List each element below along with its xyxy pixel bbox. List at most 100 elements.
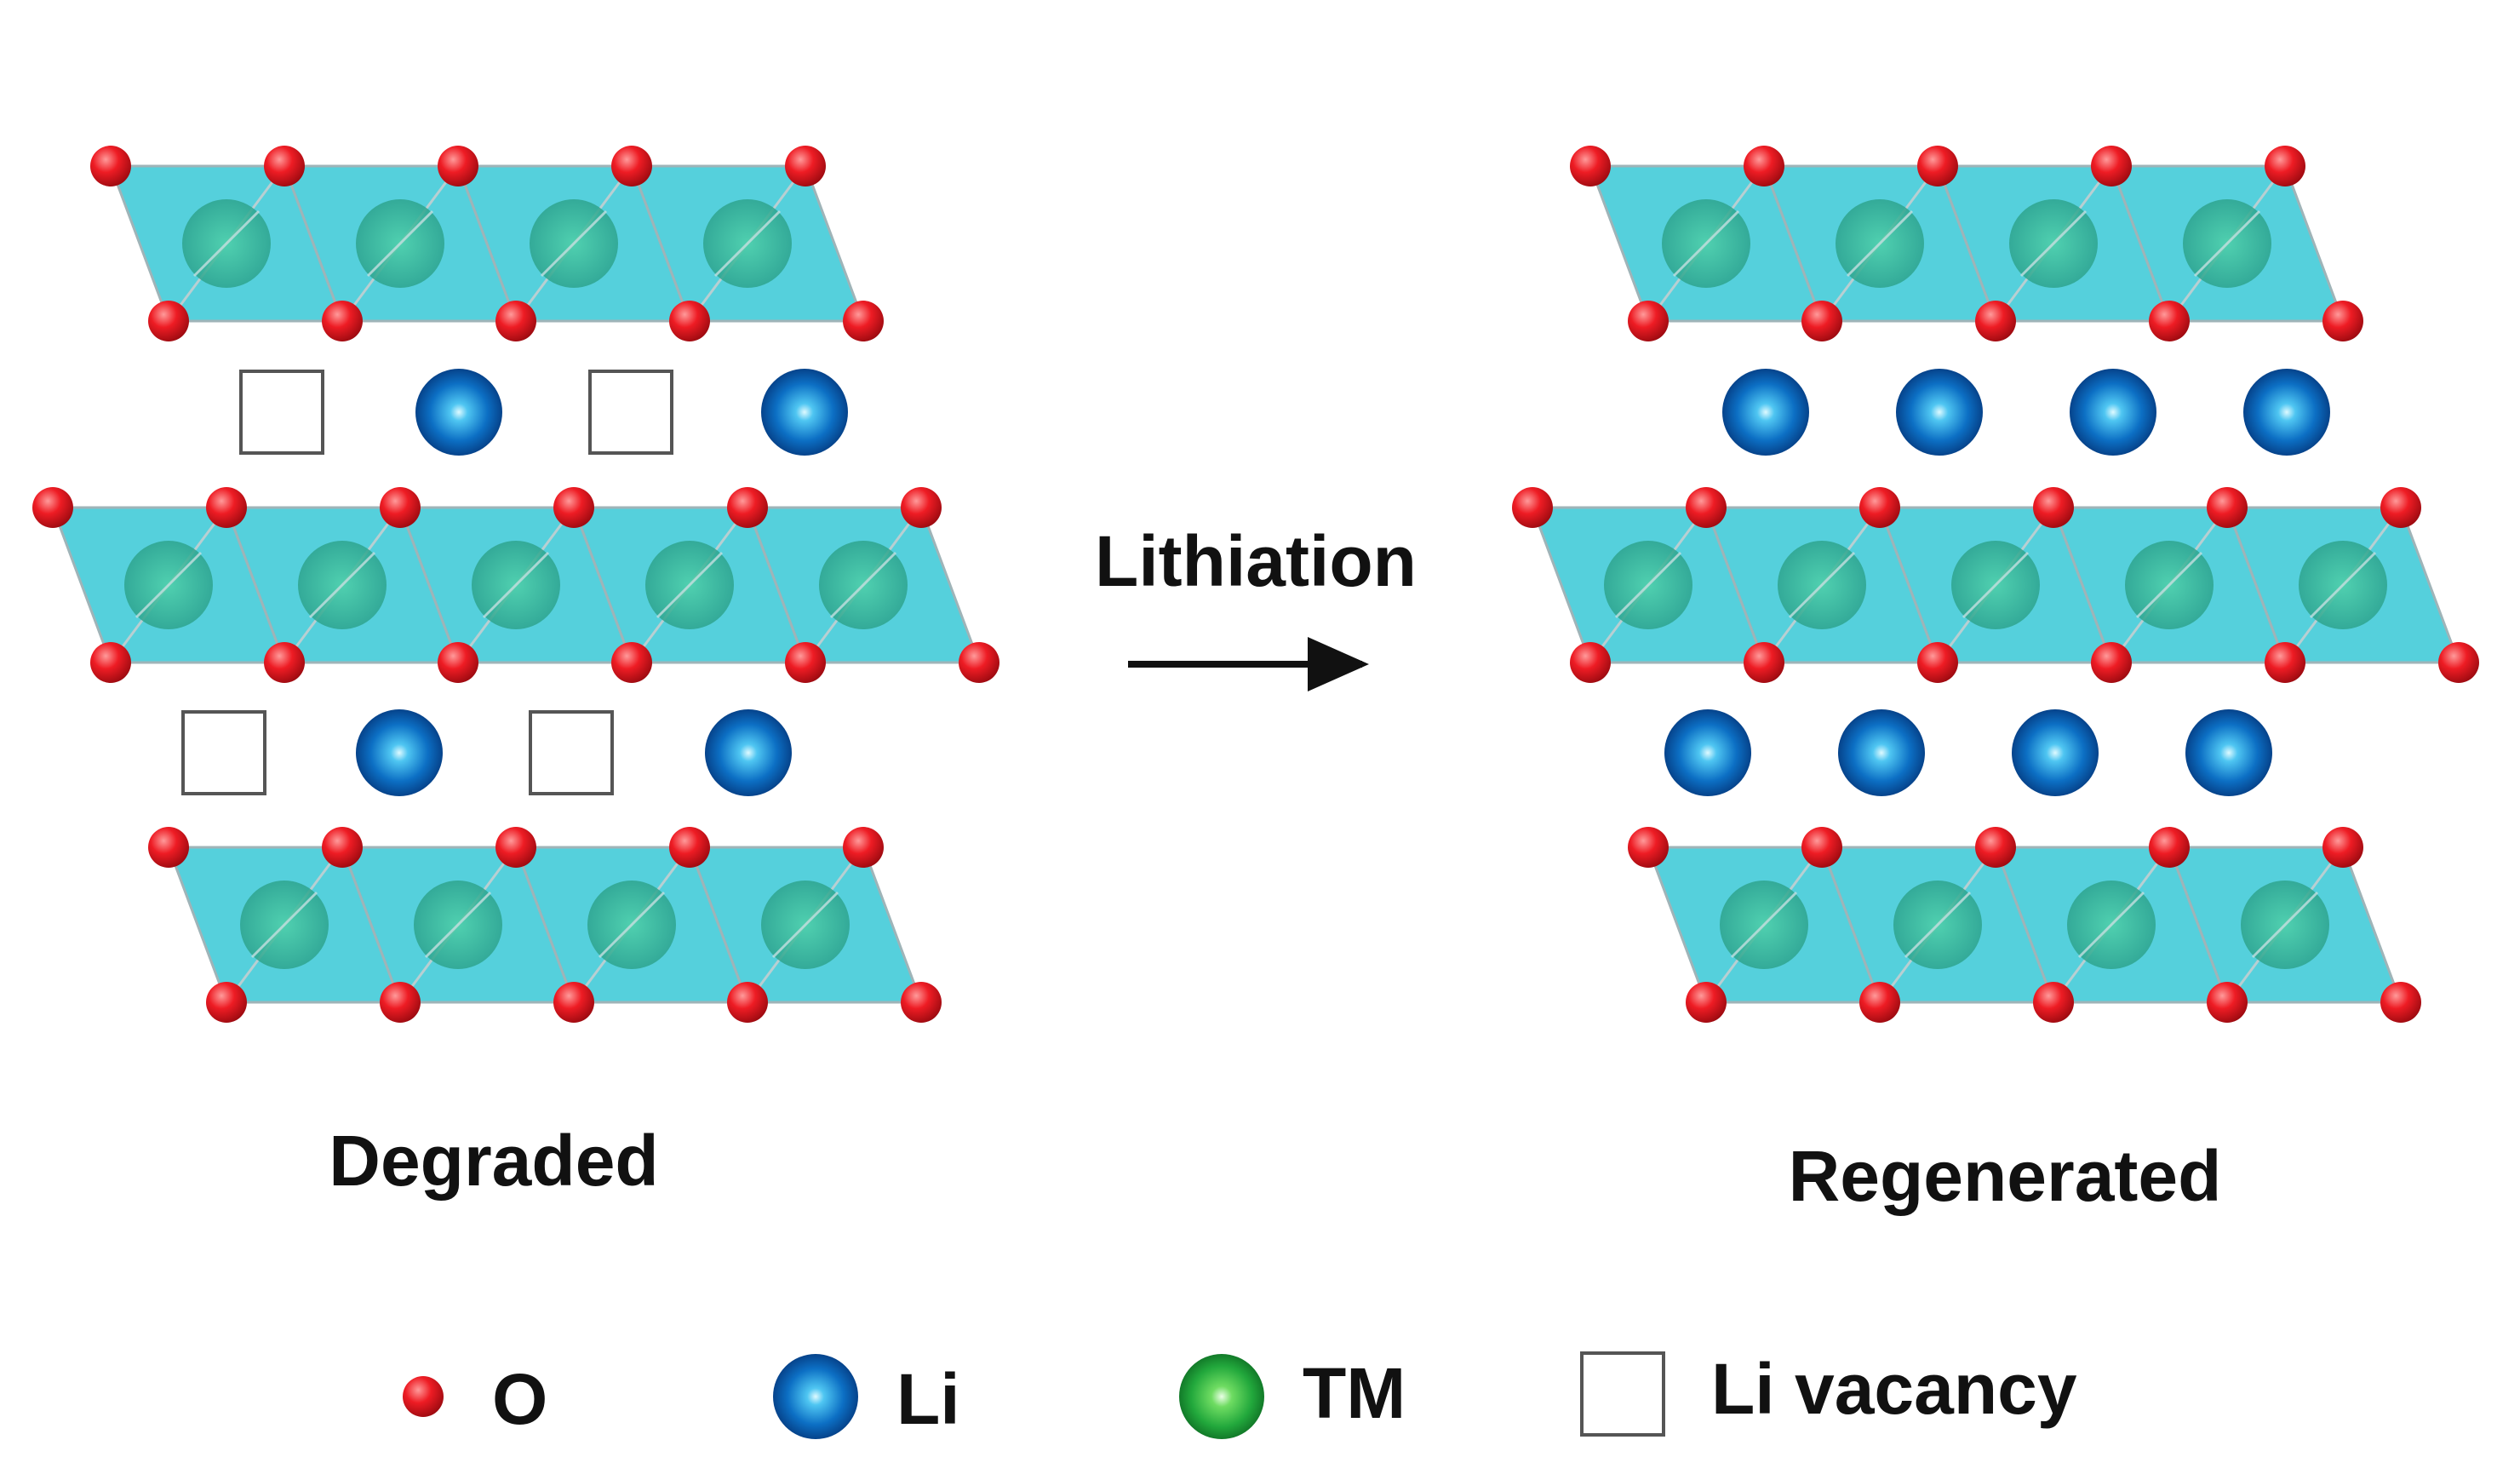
lithium-atom [415, 369, 502, 456]
oxygen-atom [2091, 146, 2132, 186]
oxygen-atom [2149, 301, 2190, 341]
oxygen-atom [2322, 301, 2363, 341]
oxygen-atom [264, 146, 305, 186]
tm-bond [771, 891, 839, 959]
lithium-atom [2070, 369, 2156, 456]
oxygen-atom [1917, 642, 1958, 683]
oxygen-atom [1859, 487, 1900, 528]
oxygen-atom [2438, 642, 2479, 683]
oxygen-atom [2380, 982, 2421, 1023]
oxygen-atom [1512, 487, 1553, 528]
lithium-atom [705, 709, 792, 796]
vacancy-legend-icon [1580, 1351, 1665, 1437]
oxygen-atom [148, 827, 189, 868]
lithium-atom [1896, 369, 1983, 456]
oxygen-atom [901, 487, 942, 528]
tm-bond [1788, 551, 1856, 619]
regenerated-structure [1512, 146, 2479, 1023]
oxygen-atom [727, 487, 768, 528]
tm-bond [2309, 551, 2377, 619]
li-vacancy [181, 710, 266, 795]
tm-bond [598, 891, 666, 959]
oxygen-atom [843, 301, 884, 341]
oxygen-atom [611, 146, 652, 186]
oxygen-atom [901, 982, 942, 1023]
oxygen-atom [322, 827, 363, 868]
lithium-legend-label: Li [896, 1359, 960, 1439]
oxygen-atom [611, 642, 652, 683]
degraded-label: Degraded [329, 1121, 658, 1201]
oxygen-atom [1801, 301, 1842, 341]
oxygen-atom [2265, 146, 2305, 186]
oxygen-atom [206, 487, 247, 528]
oxygen-atom [206, 982, 247, 1023]
oxygen-atom [380, 982, 421, 1023]
oxygen-atom [1917, 146, 1958, 186]
lithium-atom [2185, 709, 2272, 796]
tm-bond [829, 551, 897, 619]
oxygen-atom [2265, 642, 2305, 683]
tm-bond [1904, 891, 1972, 959]
tm-legend-icon [1179, 1354, 1264, 1439]
oxygen-atom [785, 642, 826, 683]
oxygen-atom [264, 642, 305, 683]
tm-bond [2193, 209, 2261, 278]
oxygen-atom [553, 487, 594, 528]
oxygen-atom [495, 301, 536, 341]
oxygen-atom [438, 146, 478, 186]
tm-layer-middle [1512, 487, 2479, 683]
oxygen-atom [1744, 146, 1784, 186]
tm-bond [308, 551, 376, 619]
tm-bond [135, 551, 203, 619]
tm-bond [2019, 209, 2088, 278]
oxygen-atom [32, 487, 73, 528]
tm-bond [366, 209, 434, 278]
lithium-atom [1838, 709, 1925, 796]
oxygen-atom [90, 642, 131, 683]
lithium-atom [2243, 369, 2330, 456]
oxygen-atom [380, 487, 421, 528]
li-vacancy [588, 370, 673, 455]
lithium-atom [356, 709, 443, 796]
process-label: Lithiation [1095, 521, 1417, 601]
tm-bond [2135, 551, 2203, 619]
tm-legend-label: TM [1303, 1353, 1406, 1433]
oxygen-atom [1744, 642, 1784, 683]
oxygen-atom [1975, 827, 2016, 868]
lithium-legend-icon [773, 1354, 858, 1439]
li-vacancy [239, 370, 324, 455]
oxygen-atom [669, 301, 710, 341]
vacancy-legend-label: Li vacancy [1711, 1349, 2077, 1429]
oxygen-legend-icon [403, 1376, 444, 1417]
oxygen-atom [322, 301, 363, 341]
tm-layer-bottom [1628, 827, 2421, 1023]
tm-layer-middle [32, 487, 999, 683]
oxygen-atom [2091, 642, 2132, 683]
tm-bond [1962, 551, 2030, 619]
oxygen-atom [2322, 827, 2363, 868]
tm-bond [2077, 891, 2145, 959]
tm-bond [540, 209, 608, 278]
oxygen-atom [148, 301, 189, 341]
oxygen-atom [1686, 487, 1727, 528]
degraded-structure [32, 146, 999, 1023]
oxygen-atom [669, 827, 710, 868]
tm-layer-bottom [148, 827, 942, 1023]
tm-bond [192, 209, 261, 278]
lithium-atom [1664, 709, 1751, 796]
tm-bond [424, 891, 492, 959]
tm-bond [250, 891, 318, 959]
lithium-atom [2012, 709, 2099, 796]
oxygen-atom [1801, 827, 1842, 868]
oxygen-atom [959, 642, 999, 683]
oxygen-atom [727, 982, 768, 1023]
oxygen-atom [1628, 301, 1669, 341]
oxygen-atom [2033, 982, 2074, 1023]
oxygen-atom [553, 982, 594, 1023]
oxygen-atom [785, 146, 826, 186]
lithium-atom [761, 369, 848, 456]
oxygen-atom [2207, 487, 2248, 528]
tm-layer-top [1570, 146, 2363, 341]
tm-bond [2251, 891, 2319, 959]
